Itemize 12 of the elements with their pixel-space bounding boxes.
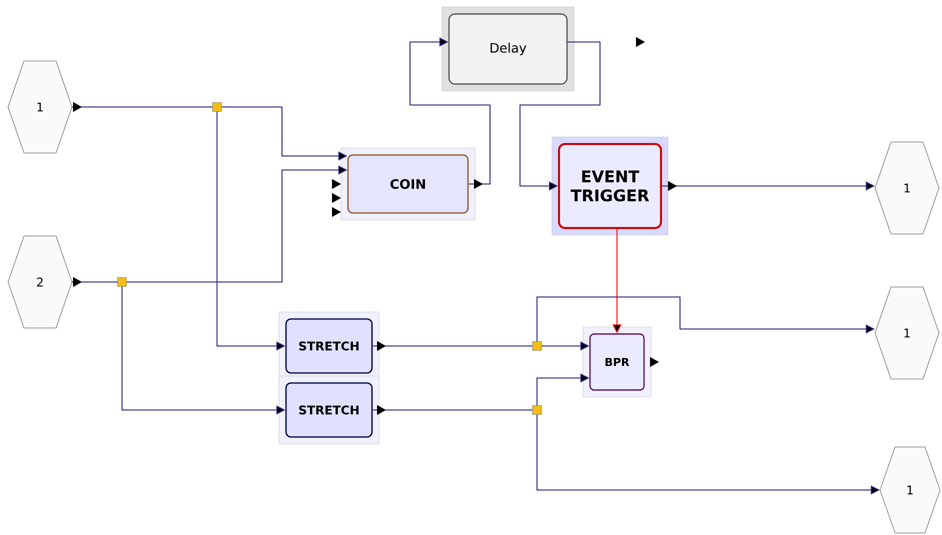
event-trigger-block: EVENT TRIGGER xyxy=(552,136,668,236)
stretch-block: STRETCH xyxy=(278,376,380,444)
connector-arrow xyxy=(410,37,490,184)
port-hexagon: 2 xyxy=(8,236,72,328)
delay-block: Delay xyxy=(442,6,574,92)
port-hexagon: 1 xyxy=(874,286,940,380)
bpr-block: BPR xyxy=(582,326,652,398)
port-hexagon: 1 xyxy=(874,142,940,234)
port-hexagon: 1 xyxy=(880,446,940,534)
coin-block: COIN xyxy=(340,148,476,220)
stretch-block: STRETCH xyxy=(278,312,380,380)
port-hexagon: 1 xyxy=(8,60,72,154)
